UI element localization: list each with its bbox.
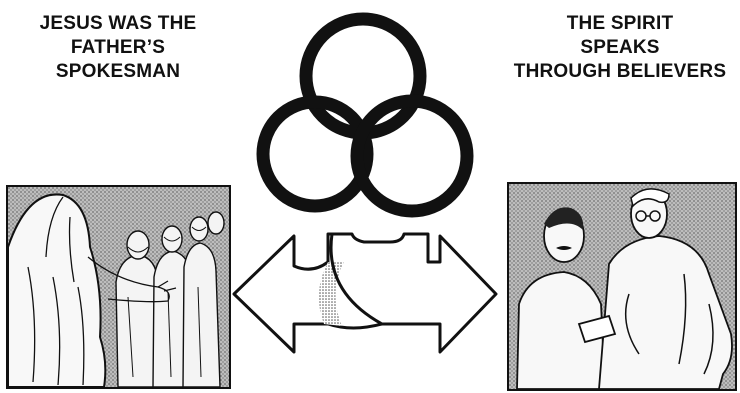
- jesus-illustration-panel: [6, 185, 231, 389]
- trinity-rings-icon: [250, 6, 480, 221]
- left-caption-line-3: SPOKESMAN: [8, 60, 228, 84]
- disciple-head: [162, 226, 182, 252]
- left-caption: JESUS WAS THE FATHER’S SPOKESMAN: [8, 12, 228, 84]
- jesus-with-crowd-illustration: [8, 187, 229, 387]
- top-ring: [306, 19, 420, 133]
- disciple-head: [127, 231, 149, 259]
- believers-illustration-panel: [507, 182, 737, 391]
- left-caption-line-1: JESUS WAS THE: [8, 12, 228, 36]
- believers-conversation-illustration: [509, 184, 735, 389]
- right-caption-line-2: SPEAKS: [500, 36, 740, 60]
- right-ring: [357, 101, 467, 211]
- right-caption-line-3: THROUGH BELIEVERS: [500, 60, 740, 84]
- right-caption-line-1: THE SPIRIT: [500, 12, 740, 36]
- right-caption: THE SPIRIT SPEAKS THROUGH BELIEVERS: [500, 12, 740, 84]
- disciple-head: [190, 217, 208, 241]
- double-headed-arrow-icon: [232, 232, 498, 358]
- disciple-head: [208, 212, 224, 234]
- left-caption-line-2: FATHER’S: [8, 36, 228, 60]
- disciple-figure: [183, 243, 220, 387]
